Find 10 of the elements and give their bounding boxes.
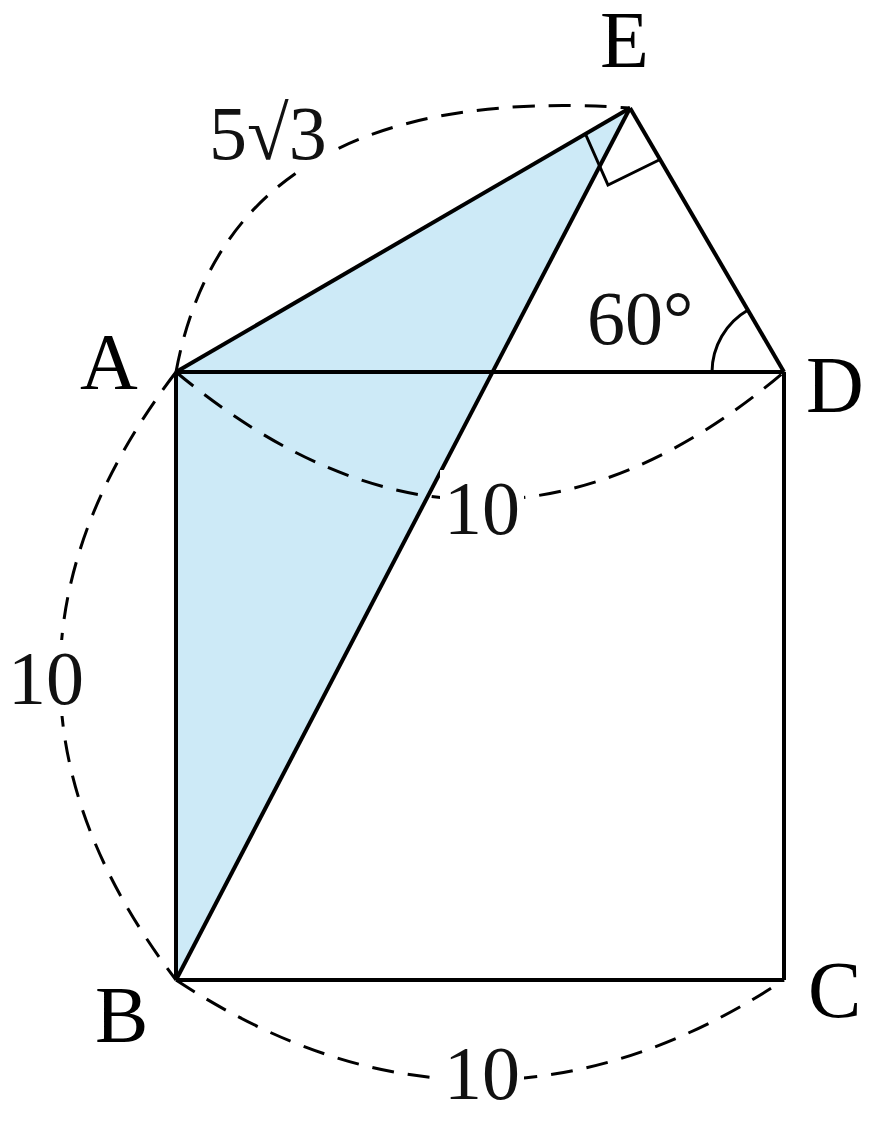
segment-line xyxy=(628,107,786,373)
vertex-label: A xyxy=(80,322,138,402)
segment-line xyxy=(782,372,786,980)
segment-line xyxy=(176,370,784,374)
vertex-label: D xyxy=(806,345,864,425)
segment-line xyxy=(176,978,784,982)
vertex-label: E xyxy=(600,0,649,80)
segment-line xyxy=(174,372,178,980)
vertex-label: C xyxy=(808,950,862,1030)
vertex-label: B xyxy=(95,975,149,1055)
